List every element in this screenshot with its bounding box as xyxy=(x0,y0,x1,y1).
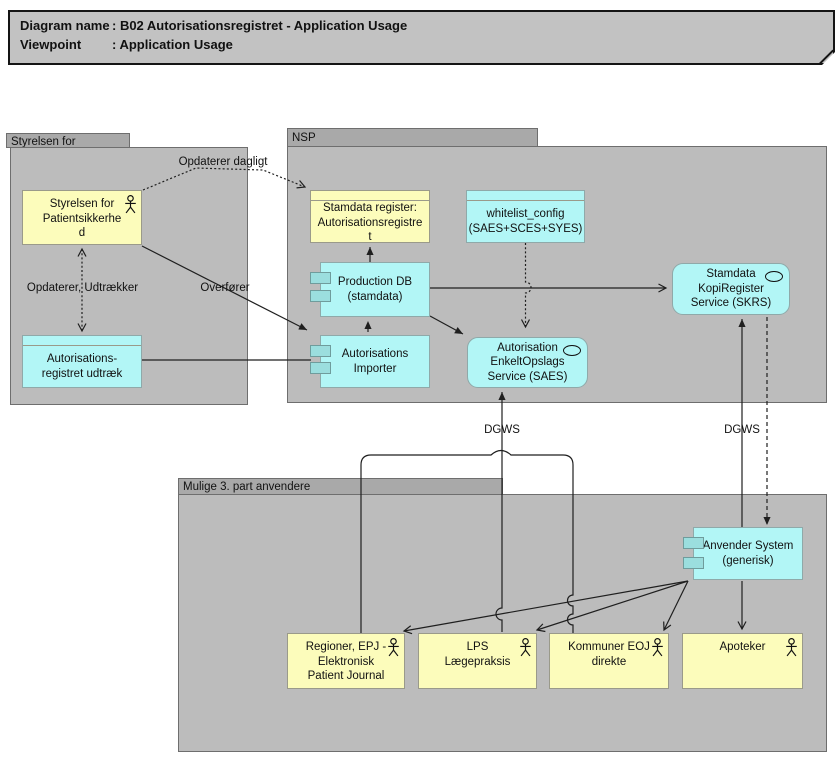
edge-productiondb-saes xyxy=(429,315,464,335)
edge-anvender-regioner xyxy=(402,580,689,635)
edge-label-dgws-right: DGWS xyxy=(724,424,760,436)
node-autorisations-importer: Autorisations Importer xyxy=(310,335,430,388)
node-kommuner-eoj: Kommuner EOJ direkte xyxy=(549,633,669,689)
node-apoteker: Apoteker xyxy=(682,633,803,689)
edge-label-dgws-left: DGWS xyxy=(484,424,520,436)
service-icon xyxy=(563,345,581,356)
node-production-db-label: Production DB (stamdata) xyxy=(337,276,413,303)
title-line-1: Diagram name: B02 Autorisationsregistret… xyxy=(20,16,833,35)
node-regioner-epj-label: Regioner, EPJ - Elektronisk Patient Jour… xyxy=(305,641,387,682)
node-regioner-epj: Regioner, EPJ - Elektronisk Patient Jour… xyxy=(287,633,405,689)
node-skrs-service: Stamdata KopiRegister Service (SKRS) xyxy=(672,263,790,315)
edge-anvender-kommuner xyxy=(663,580,689,632)
node-apoteker-label: Apoteker xyxy=(719,641,766,653)
actor-icon xyxy=(388,638,399,657)
node-autorisations-importer-label: Autorisations Importer xyxy=(341,348,409,375)
node-saes-service: Autorisation EnkeltOpslags Service (SAES… xyxy=(467,337,588,388)
node-saes-service-label: Autorisation EnkeltOpslags Service (SAES… xyxy=(487,341,568,383)
divider xyxy=(311,191,429,201)
edge-anvender-lps xyxy=(535,580,689,633)
node-whitelist-config-label: whitelist_config (SAES+SCES+SYES) xyxy=(468,208,583,235)
node-styrelsen: Styrelsen for Patientsikkerhe d xyxy=(22,190,142,245)
component-icon xyxy=(310,345,331,357)
edge-opdaterer-dagligt xyxy=(142,167,307,191)
node-production-db: Production DB (stamdata) xyxy=(310,262,430,317)
title-line-1-value: : B02 Autorisationsregistret - Applicati… xyxy=(112,18,408,33)
title-line-2: Viewpoint : Application Usage xyxy=(20,35,833,54)
edge-saes-dgws-trunk xyxy=(495,392,506,632)
edge-label-opdaterer-dagligt: Opdaterer dagligt xyxy=(178,156,268,168)
node-lps-laegepraksis-label: LPS Lægepraksis xyxy=(444,641,511,668)
node-anvender-system: Anvender System (generisk) xyxy=(683,527,803,580)
service-icon xyxy=(765,271,783,282)
node-stamdata-register-label: Stamdata register: Autorisationsregistre… xyxy=(317,202,423,243)
divider xyxy=(23,336,141,346)
edge-label-opdaterer-udtraekker: Opdaterer, Udtrækker xyxy=(26,282,139,294)
diagram-title-note: Diagram name: B02 Autorisationsregistret… xyxy=(8,10,835,65)
actor-icon xyxy=(520,638,531,657)
title-line-2-value: : Application Usage xyxy=(112,37,233,52)
actor-icon xyxy=(125,195,136,214)
component-icon xyxy=(683,557,704,569)
node-styrelsen-label: Styrelsen for Patientsikkerhe d xyxy=(42,198,122,239)
edge-overfoerer xyxy=(141,245,308,331)
component-icon xyxy=(683,537,704,549)
node-anvender-system-label: Anvender System (generisk) xyxy=(702,540,794,567)
node-autorisationsregistret-udtraek: Autorisations- registret udtræk xyxy=(22,335,142,388)
group-third-party-tab: Mulige 3. part anvendere xyxy=(178,478,503,495)
actor-icon xyxy=(652,638,663,657)
component-icon xyxy=(310,290,331,302)
edge-dgws-brace xyxy=(360,449,574,633)
node-skrs-service-label: Stamdata KopiRegister Service (SKRS) xyxy=(690,268,772,310)
node-stamdata-register: Stamdata register: Autorisationsregistre… xyxy=(310,190,430,243)
edge-whitelist-saes xyxy=(520,243,532,329)
edge-label-overfoerer: Overfører xyxy=(200,282,250,294)
actor-icon xyxy=(786,638,797,657)
title-line-2-key: Viewpoint xyxy=(20,37,82,52)
node-lps-laegepraksis: LPS Lægepraksis xyxy=(418,633,537,689)
component-icon xyxy=(310,272,331,284)
node-autorisationsregistret-udtraek-label: Autorisations- registret udtræk xyxy=(41,353,123,380)
node-kommuner-eoj-label: Kommuner EOJ direkte xyxy=(568,641,650,668)
component-icon xyxy=(310,362,331,374)
divider xyxy=(467,191,584,201)
title-line-1-key: Diagram name xyxy=(20,18,110,33)
node-whitelist-config: whitelist_config (SAES+SCES+SYES) xyxy=(466,190,585,243)
